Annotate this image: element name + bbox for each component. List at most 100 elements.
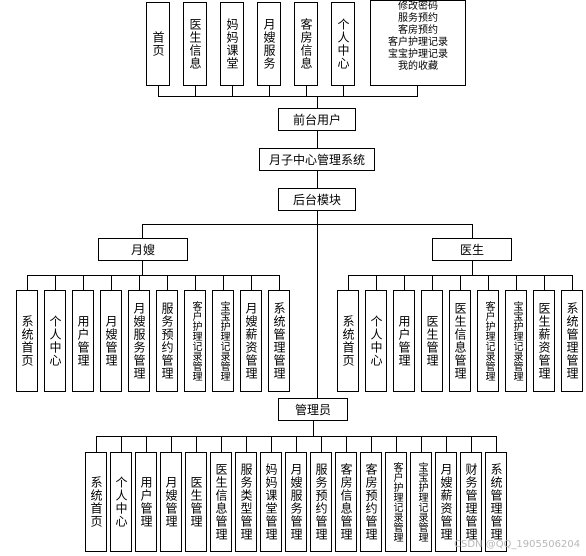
admin-function-box-label: 客房信息管理: [339, 463, 353, 541]
connector-line: [96, 436, 497, 437]
connector-line: [171, 436, 172, 453]
connector-line: [317, 211, 318, 399]
connector-line: [572, 275, 573, 291]
connector-line: [417, 86, 418, 97]
admin-function-box-label: 月嫂管理: [164, 476, 178, 528]
note-item: 客房预约: [398, 25, 438, 36]
doctor-role-box: 医生: [432, 238, 512, 261]
nurse-role-label: 月嫂: [130, 243, 155, 257]
nurse-function-box: 用户管理: [72, 290, 94, 392]
admin-function-box: 个人中心: [110, 452, 132, 552]
admin-function-box: 医生信息管理: [210, 452, 232, 552]
frontend-user-label: 前台用户: [292, 113, 341, 127]
admin-function-box-label: 客户护理记录管理: [391, 462, 402, 542]
frontend-extra-functions-box: 修改密码 服务预约 客房预约 客户护理记录 宝宝护理记录 我的收藏: [370, 0, 466, 86]
admin-function-box: 服务预约管理: [310, 452, 332, 552]
nurse-function-box: 月嫂薪资管理: [240, 290, 262, 392]
connector-line: [146, 436, 147, 453]
admin-role-box: 管理员: [278, 398, 348, 421]
connector-line: [317, 171, 318, 189]
connector-line: [27, 275, 280, 276]
admin-function-box-label: 医生信息管理: [214, 463, 228, 541]
admin-function-box: 月嫂薪资管理: [435, 452, 457, 552]
nurse-function-box-label: 系统管理管理: [272, 302, 286, 380]
doctor-function-box-label: 个人中心: [369, 315, 383, 367]
connector-line: [317, 96, 318, 109]
frontend-page-box-label: 月嫂服务: [262, 18, 276, 70]
note-item: 服务预约: [398, 13, 438, 24]
admin-function-box-label: 系统管理管理: [489, 463, 503, 541]
nurse-function-box: 服务预约管理: [156, 290, 178, 392]
nurse-function-box: 月嫂管理: [100, 290, 122, 392]
admin-function-box-label: 服务类型管理: [239, 463, 253, 541]
admin-function-box: 客房预约管理: [360, 452, 382, 552]
connector-line: [111, 275, 112, 291]
connector-line: [348, 275, 573, 276]
admin-function-box-label: 系统首页: [89, 476, 103, 528]
connector-line: [195, 275, 196, 291]
connector-line: [421, 436, 422, 453]
note-item: 我的收藏: [398, 61, 438, 72]
connector-line: [446, 436, 447, 453]
frontend-page-box: 月嫂服务: [257, 2, 281, 86]
doctor-function-box: 医生薪资管理: [533, 290, 555, 392]
connector-line: [55, 275, 56, 291]
admin-function-box: 用户管理: [135, 452, 157, 552]
connector-line: [96, 436, 97, 453]
admin-function-box: 月嫂服务管理: [285, 452, 307, 552]
admin-function-box: 系统首页: [85, 452, 107, 552]
doctor-function-box-label: 用户管理: [397, 315, 411, 367]
admin-function-box: 财务管理管理: [460, 452, 482, 552]
admin-function-box-label: 宝宝护理记录管理: [416, 462, 427, 542]
admin-function-box-label: 用户管理: [139, 476, 153, 528]
admin-function-box-label: 妈妈课堂管理: [264, 463, 278, 541]
admin-function-box-label: 财务管理管理: [464, 463, 478, 541]
nurse-function-box-label: 宝宝护理记录管理: [218, 301, 229, 381]
connector-line: [142, 224, 143, 239]
connector-line: [496, 436, 497, 453]
connector-line: [83, 275, 84, 291]
admin-function-box-label: 医生管理: [189, 476, 203, 528]
connector-line: [27, 275, 28, 291]
connector-line: [142, 224, 473, 225]
connector-line: [371, 436, 372, 453]
doctor-function-box: 客户护理记录管理: [477, 290, 499, 392]
connector-line: [251, 275, 252, 291]
nurse-function-box-label: 月嫂服务管理: [132, 302, 146, 380]
nurse-function-box: 个人中心: [44, 290, 66, 392]
frontend-page-box: 妈妈课堂: [220, 2, 244, 86]
admin-function-box-label: 客房预约管理: [364, 463, 378, 541]
admin-function-box-label: 个人中心: [114, 476, 128, 528]
doctor-function-box: 用户管理: [393, 290, 415, 392]
connector-line: [348, 275, 349, 291]
nurse-function-box: 系统首页: [16, 290, 38, 392]
doctor-function-box-label: 医生管理: [425, 315, 439, 367]
doctor-function-box-label: 客户护理记录管理: [483, 301, 494, 381]
admin-role-label: 管理员: [294, 403, 331, 417]
connector-line: [121, 436, 122, 453]
doctor-function-box-label: 医生信息管理: [453, 302, 467, 380]
connector-line: [460, 275, 461, 291]
nurse-function-box-label: 个人中心: [48, 315, 62, 367]
doctor-function-box-label: 宝宝护理记录管理: [511, 301, 522, 381]
connector-line: [223, 275, 224, 291]
nurse-function-box-label: 用户管理: [76, 315, 90, 367]
nurse-function-box-label: 服务预约管理: [160, 302, 174, 380]
admin-function-box: 妈妈课堂管理: [260, 452, 282, 552]
connector-line: [279, 275, 280, 291]
connector-line: [488, 275, 489, 291]
frontend-page-box-label: 个人中心: [336, 18, 350, 70]
connector-line: [317, 131, 318, 149]
connector-line: [396, 436, 397, 453]
admin-function-box: 服务类型管理: [235, 452, 257, 552]
doctor-role-label: 医生: [459, 243, 484, 257]
nurse-function-box: 系统管理管理: [268, 290, 290, 392]
connector-line: [139, 275, 140, 291]
doctor-function-box: 个人中心: [365, 290, 387, 392]
connector-line: [271, 436, 272, 453]
connector-line: [516, 275, 517, 291]
nurse-function-box-label: 月嫂管理: [104, 315, 118, 367]
connector-line: [321, 436, 322, 453]
admin-function-box: 宝宝护理记录管理: [410, 452, 432, 552]
